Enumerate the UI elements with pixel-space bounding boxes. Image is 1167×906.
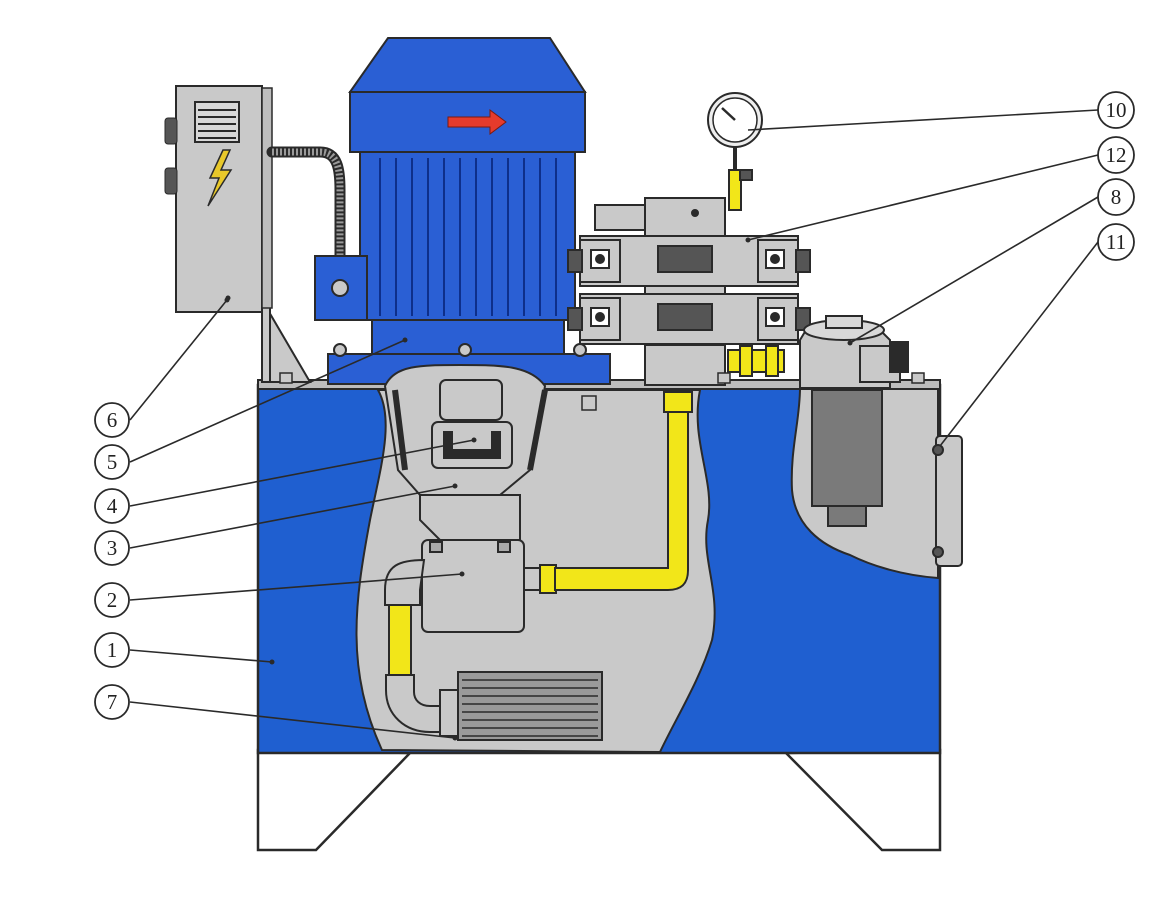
callout-5-label: 5	[107, 450, 118, 474]
callout-4: 4	[94, 488, 130, 524]
suction-line	[388, 604, 412, 676]
pump-assembly	[383, 364, 557, 633]
callout-5: 5	[94, 444, 130, 480]
electrical-box	[164, 85, 312, 383]
callout-12: 12	[1097, 136, 1135, 174]
callout-1: 1	[94, 632, 130, 668]
callout-3-label: 3	[107, 536, 118, 560]
callout-1-label: 1	[107, 638, 118, 662]
callout-11: 11	[1097, 223, 1135, 261]
callout-8: 8	[1097, 178, 1135, 216]
callout-4-label: 4	[107, 494, 118, 518]
vent-grille	[194, 101, 240, 143]
rotation-arrow-icon	[447, 109, 507, 135]
callout-2: 2	[94, 582, 130, 618]
callout-11-label: 11	[1106, 230, 1126, 254]
callout-3: 3	[94, 530, 130, 566]
callout-10-label: 10	[1106, 98, 1127, 122]
callout-12-label: 12	[1106, 143, 1127, 167]
callout-10: 10	[1097, 91, 1135, 129]
tank-stand	[256, 748, 942, 852]
lightning-bolt-icon	[207, 149, 233, 207]
callout-7: 7	[94, 684, 130, 720]
electric-motor	[314, 37, 611, 385]
callout-2-label: 2	[107, 588, 118, 612]
suction-strainer	[439, 671, 603, 741]
pressure-gauge	[707, 92, 763, 211]
directional-valve-stack	[567, 197, 811, 386]
leader-lines	[129, 109, 1099, 739]
cover-bolts	[279, 372, 925, 411]
callout-8-label: 8	[1111, 185, 1122, 209]
return-fittings	[727, 345, 785, 377]
callout-7-label: 7	[107, 690, 118, 714]
return-filter	[799, 315, 909, 527]
oil-level-gauge	[932, 435, 963, 567]
callout-6-label: 6	[107, 408, 118, 432]
leader-dots	[224, 237, 853, 741]
callout-6: 6	[94, 402, 130, 438]
